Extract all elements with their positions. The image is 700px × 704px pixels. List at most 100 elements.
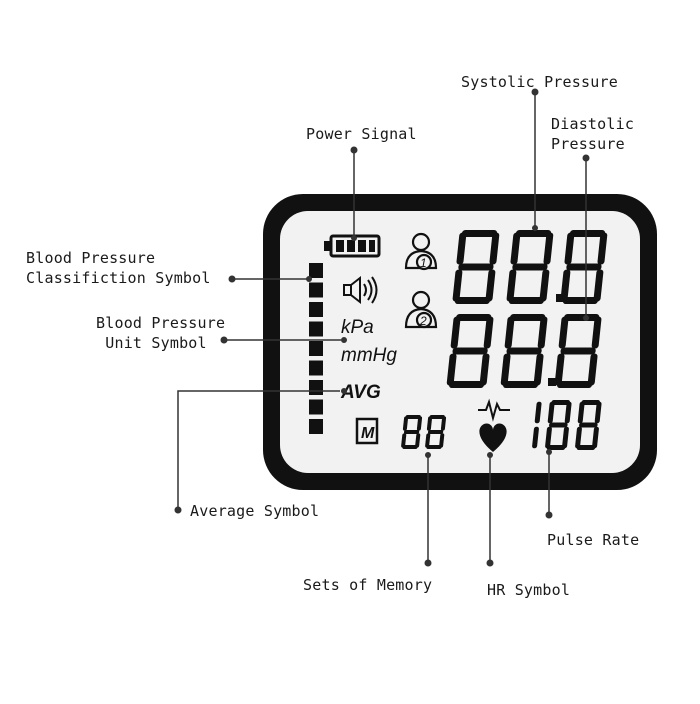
diastolic-digit-3-seg-a: [564, 314, 600, 321]
classification-bar: [309, 380, 323, 395]
leader-dot-average: [174, 506, 182, 514]
diastolic-digit-2-seg-f: [504, 316, 515, 349]
leader-lines: [174, 88, 590, 567]
systolic-digit-1-seg-g: [458, 263, 494, 271]
diastolic-digit-2-seg-g: [506, 347, 542, 355]
memory-digit-2-seg-b: [440, 416, 447, 431]
systolic-decimal-dot: [556, 294, 564, 302]
leader-dot-unit: [220, 336, 228, 344]
pulse-digit-3-seg-d: [576, 445, 596, 450]
label-power-signal: Power Signal: [306, 125, 417, 143]
speaker-icon: [343, 275, 378, 305]
diastolic-digit-1-seg-c: [479, 353, 490, 386]
systolic-digit-1-seg-e: [452, 269, 463, 302]
unit-kpa: kPa: [341, 317, 374, 338]
diastolic-digit-1-seg-e: [446, 353, 457, 386]
diastolic-digit-1-seg-b: [483, 316, 494, 349]
ecg-wave-icon: [478, 398, 510, 422]
leader-anchor-dot: [583, 315, 589, 321]
classification-bar: [309, 341, 323, 356]
systolic-digit-3-seg-c: [593, 269, 604, 302]
pulse-digits: [532, 400, 602, 450]
memory-digit-1-seg-d: [402, 445, 418, 449]
leader-anchor-dot: [425, 452, 431, 458]
pulse-digit-1-seg-b: [534, 401, 542, 424]
systolic-digit-2-seg-d: [508, 297, 545, 304]
diastolic-digit-3: [554, 314, 602, 388]
leader-anchor-dot: [487, 452, 493, 458]
pulse-digit-2-seg-c: [562, 426, 569, 449]
diastolic-digit-2-seg-a: [510, 314, 546, 321]
seven-segment-digits: [401, 230, 608, 450]
leader-anchor-dot: [532, 225, 538, 231]
systolic-digit-3-seg-g: [566, 263, 602, 271]
classification-bar: [309, 321, 323, 337]
diastolic-digits: [446, 314, 602, 388]
pulse-digit-3-seg-f: [577, 401, 585, 424]
user-1-number: 1: [420, 256, 427, 270]
pulse-digit-3-seg-e: [575, 426, 582, 449]
diastolic-digit-1-seg-d: [448, 381, 485, 388]
memory-digit-2-seg-d: [426, 445, 442, 449]
systolic-digit-3-seg-d: [562, 297, 599, 304]
diastolic-digit-3-seg-g: [560, 347, 596, 355]
memory-digit-2-seg-g: [427, 430, 444, 434]
memory-digit-2-seg-c: [439, 433, 445, 448]
leader-anchor-dot: [341, 388, 347, 394]
avg-indicator: AVG: [340, 382, 381, 403]
diastolic-digit-3-seg-d: [556, 381, 593, 388]
classification-bar: [309, 360, 323, 376]
memory-digit-1-seg-g: [403, 430, 420, 434]
systolic-digits: [452, 230, 608, 304]
diastolic-digit-1-seg-a: [456, 314, 492, 321]
leader-line-average: [177, 390, 340, 510]
leader-dot-classification: [228, 275, 236, 283]
label-systolic-pressure: Systolic Pressure: [461, 73, 618, 91]
user-2-number: 2: [419, 314, 427, 328]
systolic-digit-1-seg-c: [485, 269, 496, 302]
systolic-digit-1-seg-f: [456, 232, 467, 265]
pulse-digit-3-seg-c: [592, 426, 599, 449]
diastolic-digit-1-seg-g: [452, 347, 488, 355]
leader-dot-power: [350, 146, 358, 154]
leader-anchor-dot: [341, 337, 347, 343]
systolic-digit-2-seg-b: [543, 232, 554, 265]
pulse-digit-2-seg-b: [564, 401, 572, 424]
memory-badge-box: [355, 417, 379, 445]
memory-digit-1-seg-e: [401, 433, 407, 448]
diastolic-digit-2-seg-c: [533, 353, 544, 386]
diastolic-digit-1: [446, 314, 494, 388]
systolic-digit-3: [560, 230, 608, 304]
systolic-digit-2-seg-e: [506, 269, 517, 302]
user-1-icon: [404, 232, 438, 271]
leader-dot-hr: [486, 559, 494, 567]
diastolic-digit-3-seg-c: [587, 353, 598, 386]
pulse-digit-3: [575, 400, 602, 450]
diastolic-decimal-dot: [548, 378, 556, 386]
leader-anchor-dot: [351, 235, 357, 241]
memory-digit-1-seg-b: [416, 416, 423, 431]
classification-bar: [309, 399, 323, 415]
pulse-digit-3-seg-a: [581, 400, 600, 405]
memory-digit-2-seg-a: [429, 415, 445, 419]
diastolic-digit-3-seg-f: [558, 316, 569, 349]
pulse-digit-2-seg-d: [546, 445, 566, 450]
leader-anchor-dot: [306, 276, 312, 282]
systolic-digit-3-seg-a: [569, 230, 606, 237]
pulse-digit-2-seg-f: [547, 401, 555, 424]
memory-digits: [401, 415, 447, 449]
memory-digit-1-seg-f: [402, 416, 409, 431]
label-classification-symbol: Blood Pressure Classifiction Symbol: [26, 249, 211, 287]
pulse-digit-2-seg-e: [545, 426, 552, 449]
heart-icon: [479, 423, 507, 452]
diastolic-digit-2: [500, 314, 548, 388]
memory-digit-2-seg-e: [425, 433, 431, 448]
systolic-digit-1-seg-d: [454, 297, 491, 304]
diastolic-digit-2-seg-d: [502, 381, 539, 388]
diastolic-digit-3-seg-e: [554, 353, 565, 386]
pulse-digit-3-seg-b: [594, 401, 602, 424]
pulse-digit-3-seg-g: [579, 422, 598, 428]
leader-dot-pulse: [545, 511, 553, 519]
